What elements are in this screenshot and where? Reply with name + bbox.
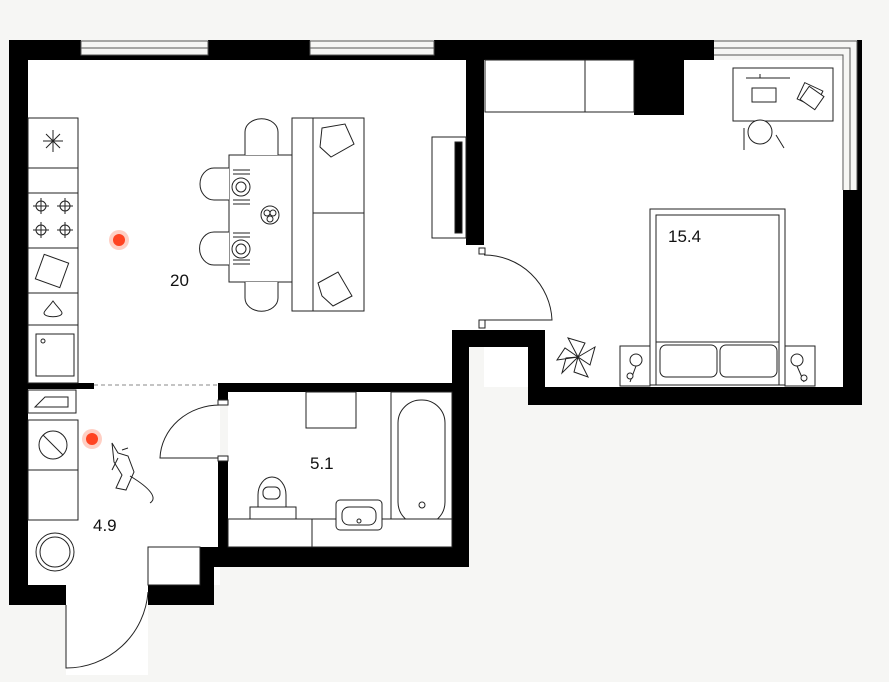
doors — [65, 247, 553, 669]
windows — [80, 40, 858, 190]
wall-bath-left-bottom — [218, 460, 228, 547]
wall-top-2 — [208, 40, 310, 60]
wall-partition-living-bed — [466, 60, 484, 245]
wall-bath-right — [452, 330, 469, 567]
wall-corridor-bottom — [452, 330, 545, 347]
area-label-bedroom: 15.4 — [668, 227, 701, 246]
hall-niche — [147, 546, 201, 586]
marker-hallway[interactable] — [82, 429, 102, 449]
wall-bath-left-top — [218, 383, 228, 405]
wall-window-sill-1 — [81, 55, 208, 60]
wall-bottom-bed — [528, 387, 862, 405]
door-swing-floor — [66, 585, 148, 675]
lamp-icon — [629, 353, 643, 367]
window-corner — [714, 40, 858, 190]
cushion-icon-2 — [317, 271, 353, 307]
lamp-icon-2 — [790, 353, 804, 367]
plant-icon — [555, 337, 596, 378]
wardrobe — [484, 59, 635, 113]
sink-drop-icon — [43, 300, 63, 318]
no-entry-icon — [38, 430, 68, 460]
wall-top-1 — [9, 40, 81, 60]
marker-living[interactable] — [109, 230, 129, 250]
cat-icon — [111, 442, 154, 504]
area-label-hallway: 4.9 — [93, 516, 117, 535]
washing-box — [305, 391, 357, 429]
pillow-right — [719, 344, 778, 378]
laptop-icon — [751, 87, 777, 103]
wall-bottom-right — [148, 585, 214, 605]
nightstand-right — [784, 345, 816, 387]
bath-door — [159, 404, 221, 459]
wall-right-top-corner — [857, 40, 862, 190]
area-label-living: 20 — [170, 271, 189, 290]
furniture — [27, 59, 834, 586]
area-label-bathroom: 5.1 — [310, 454, 334, 473]
stove-icon — [33, 198, 73, 238]
fridge-icon — [43, 130, 63, 152]
pillow-left — [659, 344, 718, 378]
dining-table — [228, 154, 293, 283]
wall-right — [843, 190, 862, 405]
tv-icon — [454, 141, 463, 234]
wall-bottom-left — [9, 585, 66, 605]
cushion-icon — [319, 123, 355, 158]
wall-bath-bottom — [200, 547, 469, 567]
wall-column — [634, 60, 684, 115]
bedroom-door — [483, 254, 553, 321]
dishwasher-icon — [34, 253, 70, 289]
wall-bed-left-lower — [528, 330, 545, 405]
wall-bath-top — [218, 383, 469, 392]
wall-top-3 — [434, 40, 714, 60]
dining-chairs — [199, 118, 279, 312]
corridor-floor — [468, 245, 548, 330]
wall-left — [9, 40, 28, 605]
desk-chair-icon — [743, 119, 785, 150]
entrance-door — [65, 591, 149, 669]
wall-window-sill-2 — [310, 55, 434, 60]
wall-stub-hall — [28, 383, 94, 389]
walls — [9, 40, 862, 605]
